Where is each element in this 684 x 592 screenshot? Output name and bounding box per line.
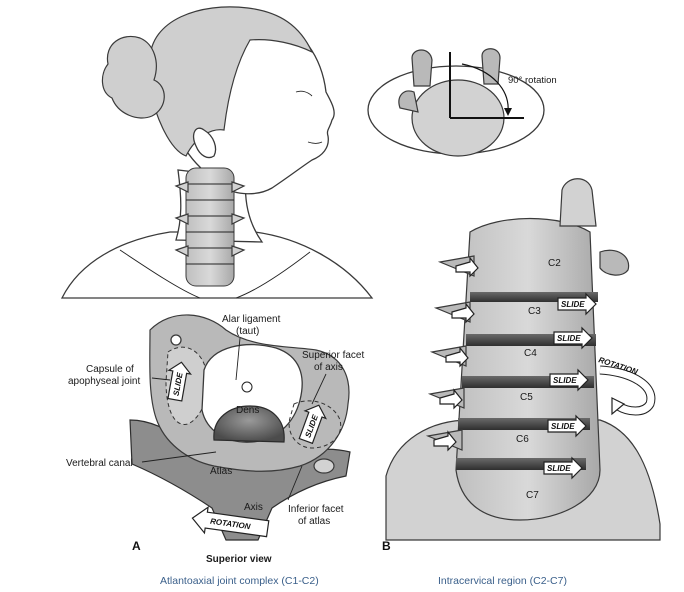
left-arrows-b [433, 256, 479, 452]
rotation-arrow-a: ROTATION [191, 505, 270, 538]
svg-text:SLIDE: SLIDE [561, 300, 585, 309]
vertebra-c6-label: C6 [516, 434, 529, 445]
atlas-label: Atlas [210, 466, 232, 477]
slide-arrow-c7: SLIDE [543, 456, 583, 480]
slide-arrow-right: SLIDE [298, 404, 328, 445]
panel-b-caption: Intracervical region (C2-C7) [438, 575, 567, 587]
rotation-degree-label: 90° rotation [508, 75, 557, 86]
vertebral-canal-label: Vertebral canal [66, 458, 133, 469]
slide-arrow-c4: SLIDE [553, 326, 593, 350]
svg-text:SLIDE: SLIDE [551, 422, 575, 431]
vertebra-c7-label: C7 [526, 490, 539, 501]
superior-facet-label-1: Superior facet [302, 350, 364, 361]
capsule-label-2: apophyseal joint [68, 376, 140, 387]
rotation-arrow-b: ROTATION [597, 355, 656, 416]
neck-spine [174, 167, 246, 287]
vertebra-c2-label: C2 [548, 258, 561, 269]
panel-a-caption: Atlantoaxial joint complex (C1-C2) [160, 575, 319, 587]
vertebra-c5-label: C5 [520, 392, 533, 403]
inferior-facet-label-2: of atlas [298, 516, 330, 527]
slide-arrow-c3: SLIDE [557, 292, 597, 316]
svg-text:SLIDE: SLIDE [172, 371, 185, 396]
svg-text:SLIDE: SLIDE [557, 334, 581, 343]
slide-arrow-c5: SLIDE [549, 368, 589, 392]
top-view-rotation: 90° rotation [367, 48, 557, 157]
panel-b-letter: B [382, 539, 391, 553]
alar-ligament-label: Alar ligament [222, 314, 281, 325]
inferior-facet-label-1: Inferior facet [288, 504, 344, 515]
superior-facet-label-2: of axis [314, 362, 343, 373]
panel-a-atlantoaxial: SLIDE SLIDE ROTATION Alar ligament (taut… [66, 314, 364, 587]
panel-b-intracervical: C2 C3 C4 C5 C6 C7 SLIDE SLIDE SLIDE SLID… [382, 178, 661, 587]
capsule-label-1: Capsule of [86, 364, 134, 375]
panel-a-letter: A [132, 539, 141, 553]
vertebra-c3-label: C3 [528, 306, 541, 317]
svg-text:SLIDE: SLIDE [553, 376, 577, 385]
dens-label: Dens [236, 405, 259, 416]
axis-label: Axis [244, 502, 263, 513]
slide-arrow-left: SLIDE [167, 361, 192, 402]
alar-taut-label: (taut) [236, 326, 259, 337]
svg-text:SLIDE: SLIDE [547, 464, 571, 473]
cervical-column [455, 217, 601, 521]
superior-view-label: Superior view [206, 554, 272, 565]
head-neck-illustration [60, 6, 374, 299]
vertebra-c4-label: C4 [524, 348, 537, 359]
slide-arrow-c6: SLIDE [547, 414, 587, 438]
dens [213, 405, 285, 443]
